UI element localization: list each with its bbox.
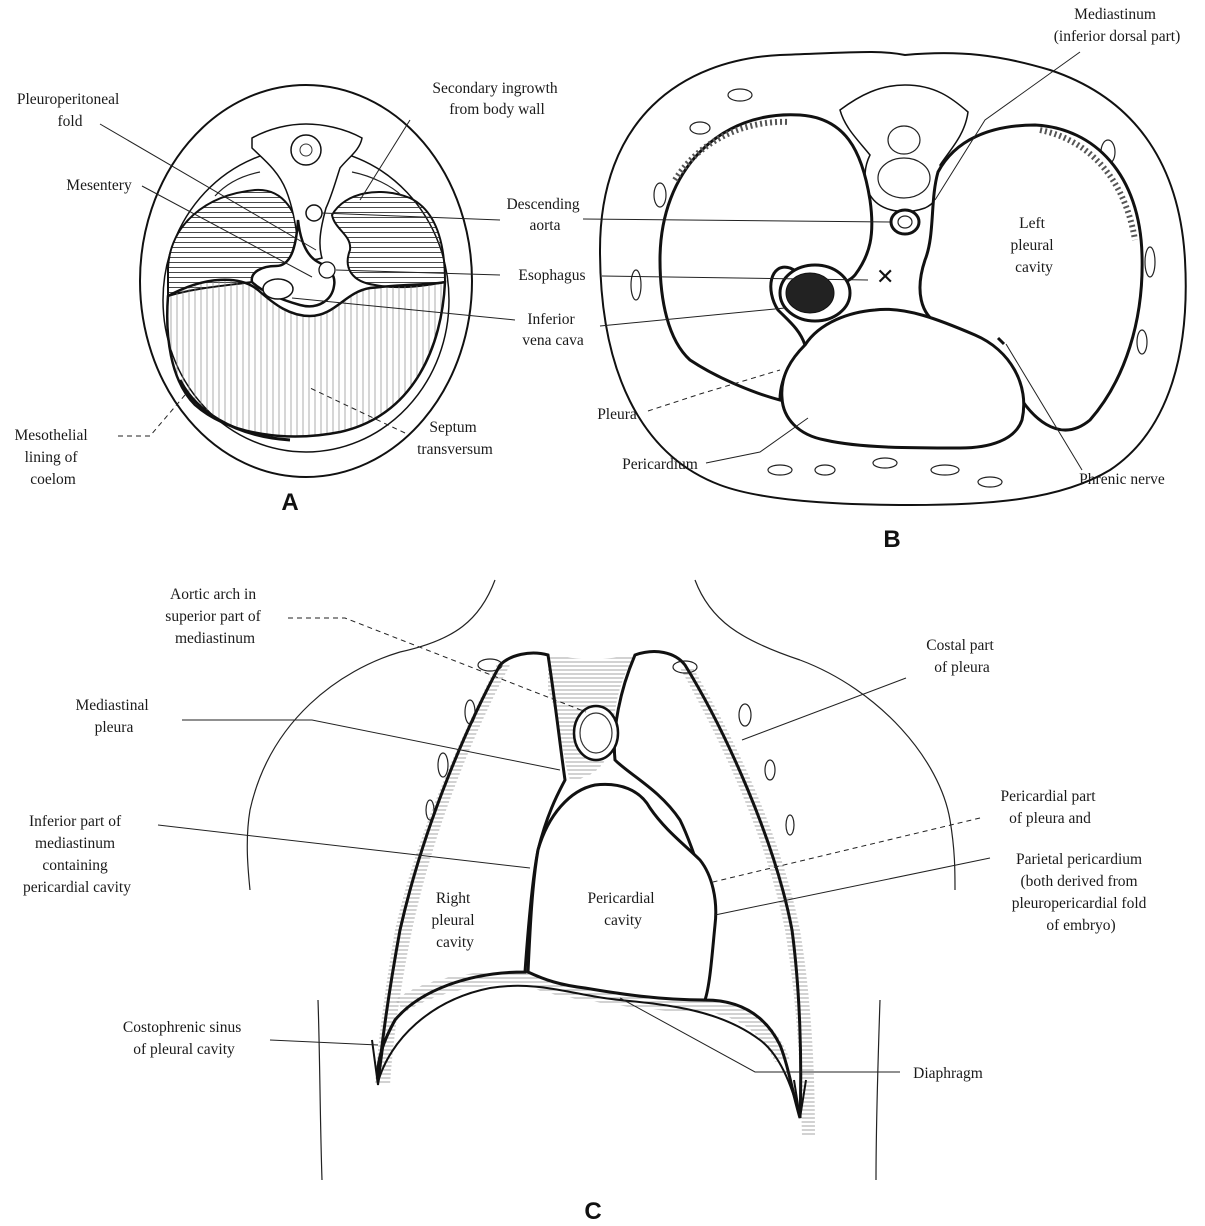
panel-a-letter: A bbox=[281, 489, 298, 516]
panel-c-shoulder-left bbox=[247, 652, 400, 890]
panel-b-descending-aorta-lumen bbox=[898, 216, 912, 228]
panel-c-trunk-right bbox=[876, 1000, 880, 1180]
panel-b-letter: B bbox=[883, 526, 900, 553]
label-costal-pleura: Costal part of pleura bbox=[926, 637, 997, 676]
label-pericardium: Pericardium bbox=[622, 456, 698, 473]
panel-b-vertebral-body bbox=[878, 158, 930, 198]
panel-c-aortic-arch-lumen bbox=[580, 713, 612, 753]
label-mediastinum-inferior-dorsal: Mediastinum (inferior dorsal part) bbox=[1054, 6, 1181, 45]
panel-a-embryo-section bbox=[140, 85, 472, 477]
panel-a-descending-aorta bbox=[306, 205, 322, 221]
panel-c-neck-left bbox=[400, 580, 495, 652]
label-phrenic-nerve: Phrenic nerve bbox=[1079, 471, 1165, 488]
label-diaphragm: Diaphragm bbox=[913, 1065, 983, 1082]
label-esophagus: Esophagus bbox=[518, 267, 585, 284]
panel-b-esophagus-mark: ✕ bbox=[876, 265, 894, 290]
panel-b-spinal-canal bbox=[888, 126, 920, 154]
label-aortic-arch: Aortic arch in superior part of mediasti… bbox=[165, 586, 264, 647]
label-inferior-mediastinum: Inferior part of mediastinum containing … bbox=[23, 813, 131, 896]
panel-b-thorax-section: ✕ bbox=[600, 52, 1186, 505]
panel-a-inferior-vena-cava bbox=[263, 279, 293, 299]
panel-c-coronal-thorax bbox=[247, 580, 955, 1180]
label-mesentery: Mesentery bbox=[66, 177, 132, 194]
panel-a-esophagus bbox=[319, 262, 335, 278]
label-pleuroperitoneal-fold: Pleuroperitoneal fold bbox=[17, 91, 123, 130]
label-pericardial-pleura: Pericardial part of pleura and bbox=[1001, 788, 1100, 827]
label-parietal-pericardium: Parietal pericardium (both derived from … bbox=[1012, 851, 1151, 934]
panel-a-neural-tube bbox=[291, 135, 321, 165]
panel-c-letter: C bbox=[584, 1198, 601, 1225]
label-descending-aorta: Descending aorta bbox=[506, 196, 583, 234]
label-costophrenic-sinus: Costophrenic sinus of pleural cavity bbox=[123, 1019, 245, 1058]
label-mesothelial-lining: Mesothelial lining of coelom bbox=[14, 427, 91, 488]
panel-c-shoulder-right bbox=[800, 660, 955, 890]
label-inferior-vena-cava: Inferior vena cava bbox=[522, 311, 584, 349]
label-septum-transversum: Septum transversum bbox=[417, 419, 493, 458]
label-right-pleural-cavity: Right pleural cavity bbox=[432, 890, 479, 951]
panel-c-neck-right bbox=[695, 580, 800, 660]
label-mediastinal-pleura: Mediastinal pleura bbox=[75, 697, 152, 736]
label-pleura: Pleura bbox=[597, 406, 637, 423]
panel-c-trunk-left bbox=[318, 1000, 322, 1180]
label-secondary-ingrowth: Secondary ingrowth from body wall bbox=[432, 80, 561, 118]
